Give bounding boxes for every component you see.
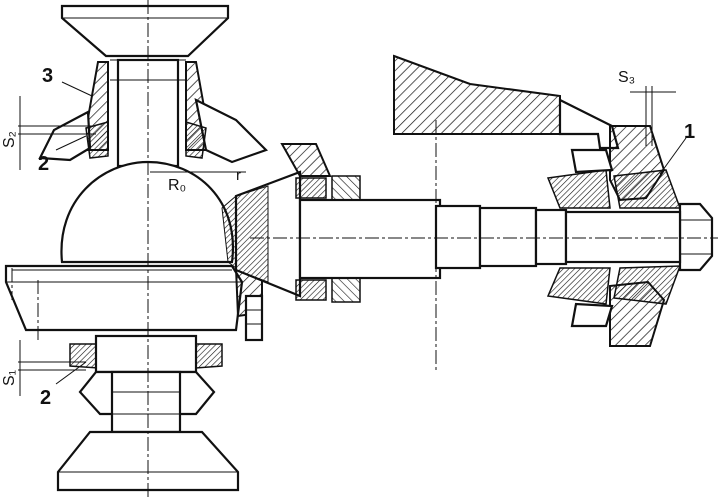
dimension-s2-label: S₂ [1,131,18,148]
pinion-shaft-assembly [234,54,714,347]
dimension-s3-label: S₃ [618,69,635,86]
callout-2-lower: 2 [40,387,51,409]
dimension-s1-label: S₁ [1,370,18,386]
callout-1: 1 [684,121,695,143]
dimension-lines [18,81,687,396]
dimension-r-label: r [236,167,241,184]
callout-3: 3 [42,65,53,87]
dimension-r0-label: R₀ [168,177,186,194]
ring-gear-body [4,160,247,332]
centerlines [11,0,718,498]
callout-2-upper: 2 [38,153,49,175]
